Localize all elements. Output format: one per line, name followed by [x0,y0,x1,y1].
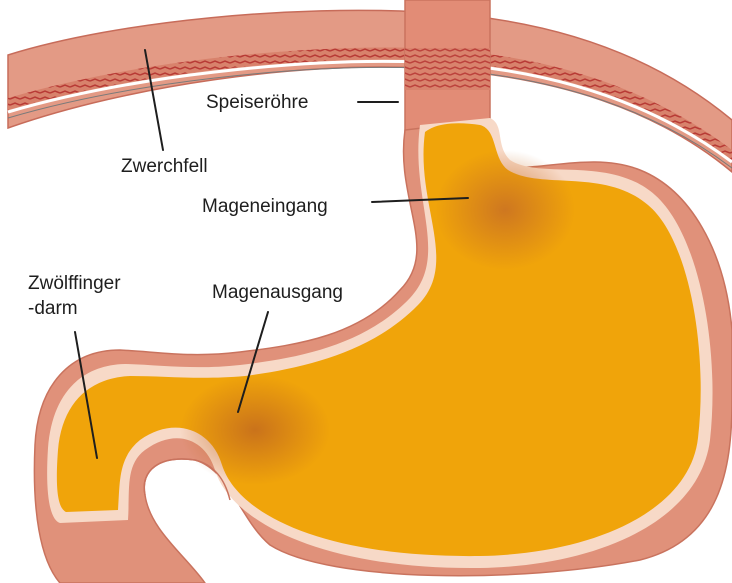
label-zwoelffinger-line1: Zwölffinger [28,273,121,294]
labels: Speiseröhre Zwerchfell Mageneingang Zwöl… [28,92,343,319]
label-mageneingang: Mageneingang [202,196,328,217]
diaphragm [8,10,732,172]
stomach-content [57,123,701,556]
label-zwoelffinger-line2: -darm [28,298,78,319]
label-zwerchfell: Zwerchfell [121,156,208,177]
label-speiseroehre: Speiseröhre [206,92,308,113]
label-magenausgang: Magenausgang [212,282,343,303]
